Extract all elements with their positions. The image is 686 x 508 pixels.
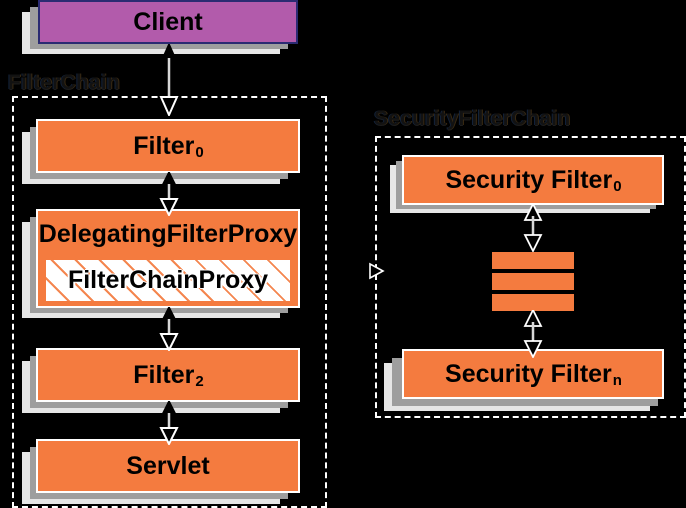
node-servlet[interactable]: Servlet [36, 439, 300, 493]
arrow-security-filter-n-to-bars [522, 310, 544, 358]
arrow-dfp-to-filter0 [158, 172, 180, 216]
node-security-filter-0-label: Security Filter [445, 165, 613, 194]
group-label-security-filter-chain: SecurityFilterChain [374, 107, 571, 130]
node-filter-chain-proxy[interactable]: FilterChainProxy [44, 258, 292, 303]
node-security-filter-n-label: Security Filter [445, 359, 612, 388]
node-filter-chain-proxy-label: FilterChainProxy [67, 266, 269, 294]
node-delegating-filter-proxy-label: DelegatingFilterProxy [38, 220, 298, 248]
arrow-filter2-to-dfp [158, 307, 180, 351]
group-label-filter-chain: FilterChain [8, 71, 120, 94]
arrow-bars-to-security-filter-0 [522, 204, 544, 252]
arrow-servlet-to-filter2 [158, 401, 180, 445]
node-servlet-label: Servlet [126, 451, 210, 480]
ellipsis-bar-2 [492, 273, 574, 290]
group-box-security-filter-chain [375, 136, 686, 418]
node-client-label: Client [133, 7, 203, 36]
arrow-filter0-to-client [158, 44, 180, 116]
ellipsis-bar-1 [492, 252, 574, 269]
delegation-arrow-marker [368, 262, 386, 285]
node-filter-0-label: Filter [133, 131, 195, 160]
node-filter-2-label: Filter [133, 360, 195, 389]
node-delegating-filter-proxy[interactable]: DelegatingFilterProxy FilterChainProxy [36, 209, 300, 308]
node-client[interactable]: Client [38, 0, 298, 44]
ellipsis-bar-3 [492, 294, 574, 311]
